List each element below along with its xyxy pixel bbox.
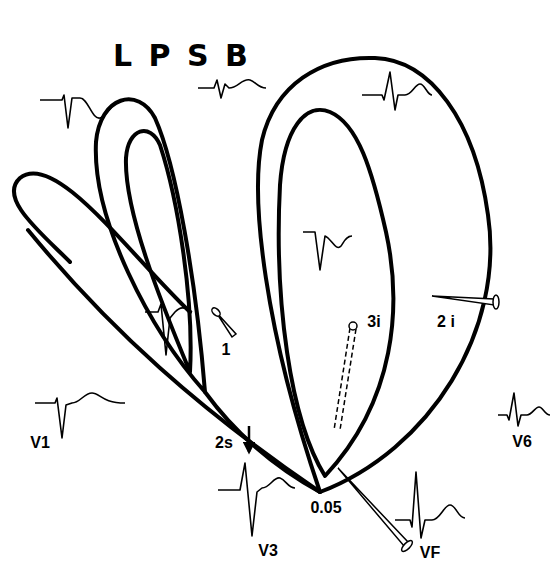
electrode-number: 1 <box>220 341 233 359</box>
ecg-trace <box>40 95 125 128</box>
ecg-trace <box>498 393 550 426</box>
ecg-trace <box>198 80 266 98</box>
lead-label: V1 <box>28 434 52 452</box>
electrode-3i-dashed <box>334 322 357 430</box>
ecg-trace <box>362 72 432 110</box>
ecg-trace <box>218 463 295 536</box>
chamber-outline <box>96 99 205 392</box>
electrode-1 <box>210 306 236 337</box>
ecg-trace <box>35 393 125 438</box>
electrode-number: 3i <box>365 313 382 331</box>
chamber-outline <box>126 131 191 372</box>
ecg-trace <box>303 232 352 270</box>
direction-arrow <box>248 426 251 452</box>
chamber-outline <box>28 230 320 492</box>
electrode-2i <box>432 295 499 309</box>
electrode-number: 2s <box>213 434 235 452</box>
lead-label: V3 <box>256 542 280 560</box>
ecg-trace <box>395 472 465 538</box>
electrode-number: 2 i <box>435 313 457 331</box>
ecg-trace <box>145 304 192 355</box>
distance-value: 0.05 <box>308 499 343 517</box>
lead-label: V6 <box>510 433 534 451</box>
lead-label: VF <box>418 544 442 562</box>
chamber-outline <box>258 58 490 492</box>
chamber-outline <box>279 110 394 476</box>
electrode-vf <box>338 468 414 553</box>
figure-title: L P S B <box>113 39 251 72</box>
